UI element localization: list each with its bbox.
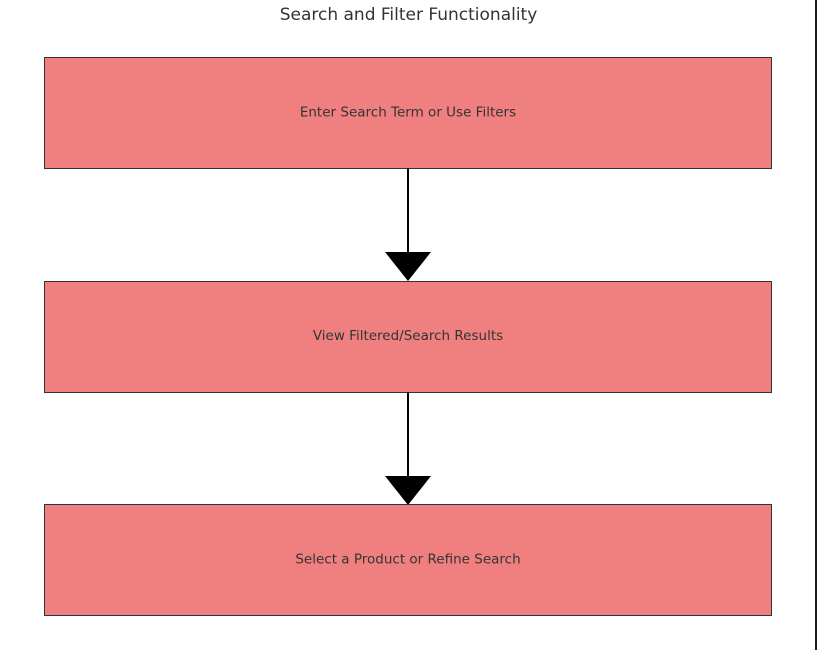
step-box-3-rect [44, 504, 772, 616]
step-box-2-label: View Filtered/Search Results [313, 328, 503, 344]
arrow-1 [385, 168, 431, 281]
diagram-title: Search and Filter Functionality [279, 5, 538, 25]
step-box-3: Select a Product or Refine Search [44, 504, 772, 616]
arrow-1-head [385, 252, 431, 281]
arrow-2 [385, 392, 431, 505]
right-border [815, 0, 817, 650]
arrow-2-head [385, 476, 431, 505]
step-box-3-label: Select a Product or Refine Search [295, 552, 520, 568]
step-box-1-rect [44, 57, 772, 169]
step-box-1-label: Enter Search Term or Use Filters [300, 105, 516, 121]
step-box-2: View Filtered/Search Results [44, 281, 772, 393]
step-box-1: Enter Search Term or Use Filters [44, 57, 772, 169]
